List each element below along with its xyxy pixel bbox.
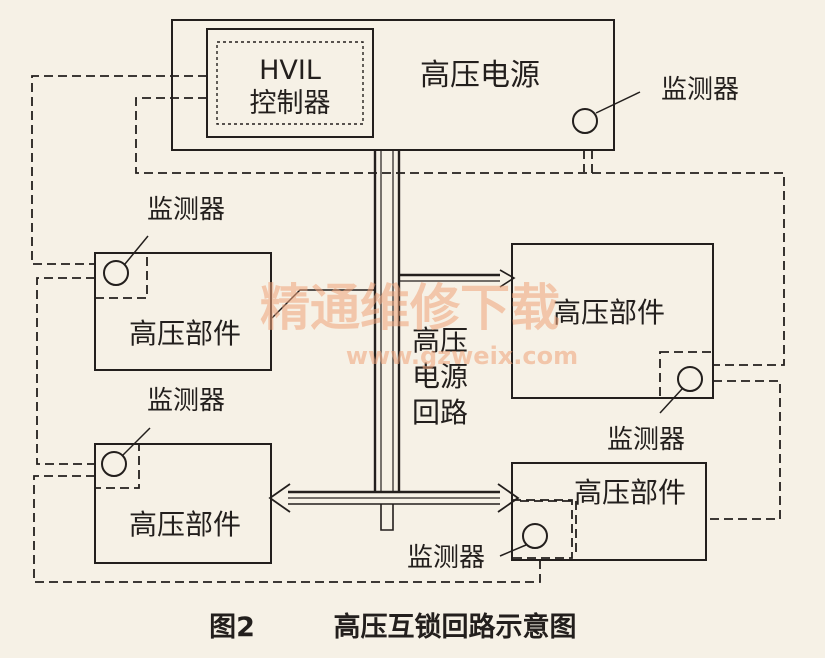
monitor-label: 监测器 xyxy=(661,75,739,105)
hvil-controller-label-line1: HVIL xyxy=(259,55,321,86)
hvil-controller-label-line2: 控制器 xyxy=(250,88,331,119)
monitor-label: 监测器 xyxy=(607,425,685,455)
hv-component-lower-right: 高压部件 xyxy=(511,462,707,561)
hv-power-supply-label: 高压电源 xyxy=(420,58,540,93)
hv-component-lower-left: 高压部件 xyxy=(94,443,272,564)
figure-number: 图2 xyxy=(209,612,255,643)
hv-component-label: 高压部件 xyxy=(129,508,241,541)
monitor-lower-right: 监测器 xyxy=(407,523,548,573)
hv-circuit-label-line: 回路 xyxy=(412,396,468,429)
watermark-line1: 精通维修下载 xyxy=(260,279,560,337)
hv-circuit-label-line: 高压 xyxy=(412,324,468,357)
monitor-label: 监测器 xyxy=(147,386,225,416)
watermark: 精通维修下载 www.gzweix.com xyxy=(260,279,578,370)
hvil-loop-wires xyxy=(31,75,785,583)
monitor-lower-left: 监测器 xyxy=(101,386,225,477)
monitor-power-supply: 监测器 xyxy=(572,75,739,134)
hv-component-upper-right: 高压部件 xyxy=(511,243,714,399)
hv-component-upper-left: 高压部件 xyxy=(94,252,272,371)
hv-power-supply: 高压电源 xyxy=(171,19,615,151)
monitor-label: 监测器 xyxy=(147,195,225,225)
hv-component-label: 高压部件 xyxy=(574,476,686,509)
monitor-icon xyxy=(677,366,703,392)
hv-circuit-label-line: 电源 xyxy=(412,360,468,393)
monitor-icon xyxy=(103,260,129,286)
monitor-icon xyxy=(572,108,598,134)
watermark-line2: www.gzweix.com xyxy=(346,342,578,370)
monitor-icon xyxy=(101,451,127,477)
hv-bus xyxy=(268,150,520,531)
hv-circuit-label: 高压 电源 回路 xyxy=(412,324,468,429)
hv-component-label: 高压部件 xyxy=(553,296,665,329)
monitor-upper-left: 监测器 xyxy=(103,195,225,286)
monitor-icon xyxy=(522,523,548,549)
figure-caption: 图2 高压互锁回路示意图 xyxy=(209,611,576,643)
monitor-upper-right: 监测器 xyxy=(607,366,703,455)
figure-title: 高压互锁回路示意图 xyxy=(334,611,577,643)
monitor-label: 监测器 xyxy=(407,543,485,573)
hv-component-label: 高压部件 xyxy=(129,317,241,350)
hvil-controller: HVIL 控制器 xyxy=(206,28,374,138)
